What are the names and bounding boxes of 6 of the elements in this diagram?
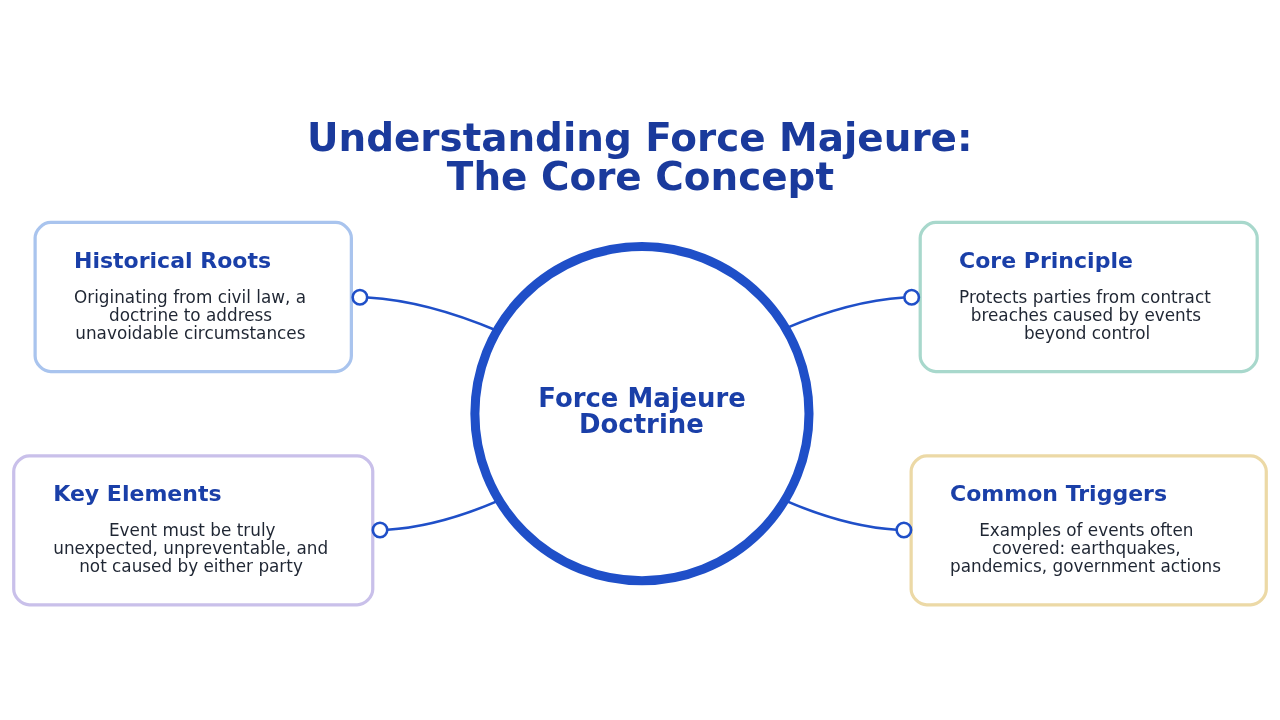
node-box: Common Triggers Examples of events often covered: earthquakes, pandemics, government actions xyxy=(909,453,1268,606)
node-box: Historical Roots Originating from civil law, a doctrine to address unavoidable circumstances xyxy=(33,220,353,373)
node-circle: Force Majeure Doctrine xyxy=(470,241,814,585)
node-box: Core Principle Protects parties from contract breaches caused by events beyond control xyxy=(918,220,1259,373)
node-box: Key Elements Event must be truly unexpected, unpreventable, and not caused by either party xyxy=(12,453,375,606)
diagram-title: Understanding Force Majeure: The Core Concept xyxy=(306,114,973,199)
